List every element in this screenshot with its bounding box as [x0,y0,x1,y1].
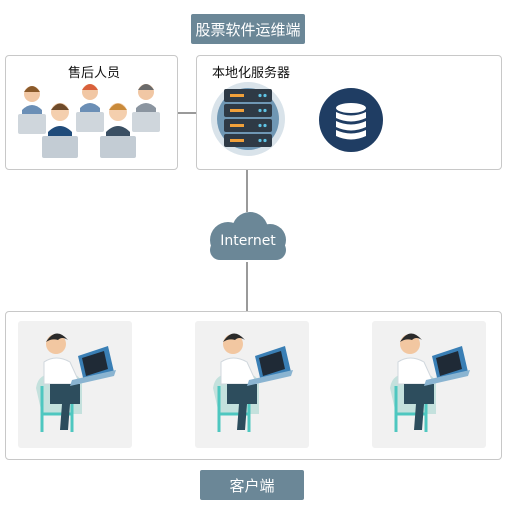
headset-agent-icon [100,103,136,158]
headset-agent-icon [18,86,46,134]
cloud-icon [210,212,286,260]
internet-label: Internet [220,233,276,249]
title-tag: 股票软件运维端 [191,14,305,44]
headset-agent-icon [42,103,78,158]
title-text: 股票软件运维端 [195,20,301,39]
headset-agent-icon [76,84,104,132]
connector-cloud-to-clients [246,262,248,311]
client-tag: 客户端 [200,470,304,500]
server-label: 本地化服务器 [212,66,291,81]
database-icon [319,88,383,152]
client-text: 客户端 [229,476,275,495]
server-rack-icon [211,82,285,156]
support-staff-illustration [18,84,160,158]
user-at-laptop-icon [390,333,470,432]
connector-server-to-cloud [246,168,248,212]
support-staff-label: 售后人员 [68,66,121,81]
headset-agent-icon [132,84,160,132]
user-at-laptop-icon [213,333,293,432]
user-at-laptop-icon [36,333,116,432]
connector-left-to-server [167,112,197,114]
